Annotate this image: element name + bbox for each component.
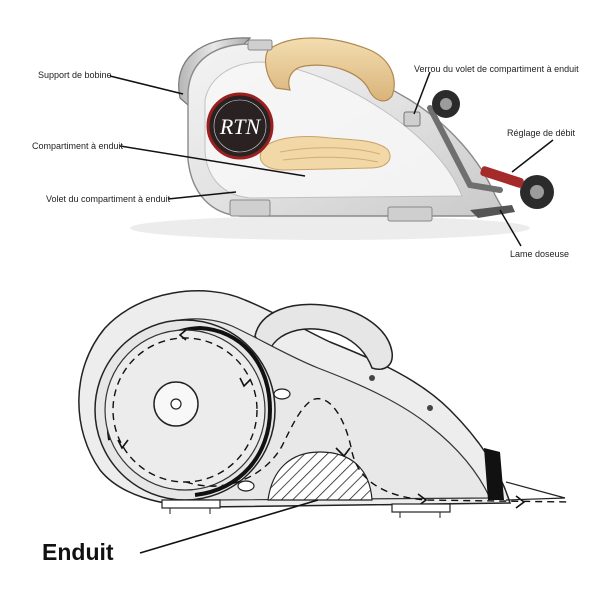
compound-inside-photo [259, 136, 391, 171]
blade-edge [505, 481, 566, 499]
direction-arrow [335, 447, 351, 458]
front-wheel-hub [530, 185, 544, 199]
compound-hatched-region [267, 451, 373, 501]
rivet [369, 375, 375, 381]
label-compound: Enduit [42, 539, 114, 565]
direction-arrow [117, 439, 129, 450]
tape-path-circle [112, 337, 258, 483]
compound-fold [282, 156, 379, 163]
callout-line [413, 71, 431, 115]
metering-blade [470, 205, 515, 218]
tape-path-line [185, 397, 571, 503]
diagram-blade [484, 448, 504, 500]
dispenser-photo: RTN Support de bobine Compartiment à end… [32, 37, 579, 259]
top-latch [247, 39, 273, 51]
compound-fold [279, 147, 381, 155]
hub-axle [170, 398, 182, 410]
callout-line [109, 75, 184, 95]
label-flow-adjustment: Réglage de débit [507, 128, 576, 138]
diagram-hinge [161, 499, 221, 509]
callout-line [499, 209, 522, 247]
direction-arrow [239, 377, 251, 388]
callout-line [167, 191, 237, 200]
callout-line [511, 139, 554, 173]
compound-pointer-line [139, 499, 319, 554]
door-hinge [387, 206, 433, 222]
door-lock [403, 111, 421, 127]
blade-edge [505, 497, 566, 501]
cross-section-diagram: Enduit [42, 290, 571, 565]
direction-arrow [178, 329, 187, 341]
rtn-logo: RTN [206, 92, 274, 160]
door-hinge [229, 199, 271, 217]
guide-roller [237, 480, 255, 492]
rivet [427, 405, 433, 411]
photo-shadow [130, 216, 530, 240]
label-compartment-door: Volet du compartiment à enduit [46, 194, 171, 204]
guide-roller [273, 388, 291, 400]
label-bobbin-support: Support de bobine [38, 70, 112, 80]
label-door-lock: Verrou du volet de compartiment à enduit [414, 64, 579, 74]
diagram-hinge [391, 503, 451, 513]
diagram-handle [254, 303, 393, 370]
logo-text: RTN [219, 114, 262, 139]
label-metering-blade: Lame doseuse [510, 249, 569, 259]
top-wheel-hub [440, 98, 452, 110]
roller-arm [427, 105, 503, 193]
direction-arrow [515, 495, 526, 509]
dispenser-handle [264, 37, 395, 102]
label-compound-compartment: Compartiment à enduit [32, 141, 124, 151]
callout-line [119, 145, 306, 177]
flow-adjustment-knob [480, 166, 524, 188]
